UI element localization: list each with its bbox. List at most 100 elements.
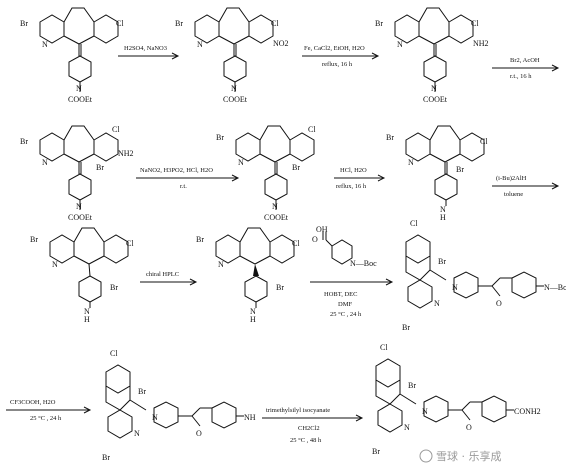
aryl-bromo-label: Br [276, 283, 284, 292]
bromo-label: Br [216, 133, 224, 142]
chloro-label: Cl [480, 137, 488, 146]
carbamate-label: COOEt [423, 95, 448, 104]
step-4-condition-b: r.t. [180, 183, 187, 190]
arrow-step-2: Fe, CaCl2, EtOH, H2O reflux, 16 h [302, 45, 380, 68]
pyridine-n-label: N [218, 260, 224, 269]
bromo-label: Br [386, 133, 394, 142]
step-2-condition-a: Fe, CaCl2, EtOH, H2O [304, 45, 365, 52]
compound-3: Br Cl NH2 N N COOEt [375, 7, 489, 104]
piperidine-n-label: N [422, 407, 428, 416]
step-6-condition-a: (i-Bu)2AlH [496, 175, 527, 182]
carbamate-label: COOEt [68, 213, 93, 222]
bromo-label: Br [375, 19, 383, 28]
compound-4: Br Cl NH2 Br N N COOEt [20, 125, 134, 222]
step-10-condition-c: 25 °C , 48 h [290, 437, 322, 444]
arrow-step-10: trimethylsilyl isocyanate CH2Cl2 25 °C ,… [262, 407, 364, 444]
compound-9: Cl Br N Br N O N—Boc [402, 219, 566, 332]
chloro-label: Cl [380, 343, 388, 352]
arrow-step-1: H2SO4, NaNO3 [118, 45, 180, 60]
piperidine-n-label: N [440, 205, 446, 214]
step-10-condition-b: CH2Cl2 [298, 425, 320, 432]
watermark-text: 雪球 · 乐享成 [436, 449, 502, 463]
arrow-step-5: HCl, H2O reflux, 16 h [334, 167, 386, 190]
piperidine-h-label: H [250, 315, 256, 324]
step-3-condition-a: Br2, AcOH [510, 57, 540, 64]
nh-label: NH [244, 413, 256, 422]
bromo-label: Br [102, 453, 110, 462]
piperidine-n-label: N [76, 84, 82, 93]
pyridine-n-label: N [397, 40, 403, 49]
step-10-condition-a: trimethylsilyl isocyanate [266, 407, 330, 414]
step-2-condition-b: reflux, 16 h [322, 61, 353, 68]
piperidine-n-label: N [431, 84, 437, 93]
bromo-label: Br [402, 323, 410, 332]
arrow-step-3: Br2, AcOH r.t., 16 h [492, 57, 560, 80]
aryl-bromo-label: Br [408, 381, 416, 390]
arrow-step-9: CF3COOH, H2O 25 °C , 24 h [6, 399, 92, 422]
compound-6: Br Cl Br N N H [386, 125, 488, 222]
pyridine-n-label: N [408, 158, 414, 167]
step-8-condition-b: DMF [338, 301, 352, 308]
aryl-bromo-label: Br [96, 163, 104, 172]
step-3-condition-b: r.t., 16 h [510, 73, 532, 80]
compound-10: Cl Br N Br N O NH [102, 349, 256, 462]
compound-1: Br Cl N N COOEt [20, 7, 124, 104]
boc-label: N—Boc [544, 283, 566, 292]
step-1-condition: H2SO4, NaNO3 [124, 45, 167, 52]
step-5-condition-a: HCl, H2O [340, 167, 367, 174]
chloro-label: Cl [292, 239, 300, 248]
bromo-label: Br [20, 137, 28, 146]
piperidine-n-label: N [452, 283, 458, 292]
pyridine-n-label: N [42, 40, 48, 49]
acid-o-label: O [312, 235, 318, 244]
carbamate-label: COOEt [264, 213, 289, 222]
piperidine-n-label: N [76, 202, 82, 211]
nitro-label: NO2 [273, 39, 289, 48]
chloro-label: Cl [126, 239, 134, 248]
piperidine-n-label: N [152, 413, 158, 422]
bromo-label: Br [196, 235, 204, 244]
arrow-step-8: HOBT, DEC DMF 25 °C , 24 h [310, 278, 394, 318]
aryl-bromo-label: Br [292, 163, 300, 172]
compound-11: Cl Br N Br N O CONH2 [372, 343, 541, 456]
carbamate-label: COOEt [223, 95, 248, 104]
watermark: 雪球 · 乐享成 [419, 449, 502, 463]
amide-o-label: O [496, 299, 502, 308]
amino-label: NH2 [473, 39, 489, 48]
bromo-label: Br [20, 19, 28, 28]
piperidine-n-label: N [231, 84, 237, 93]
step-5-condition-b: reflux, 16 h [336, 183, 367, 190]
step-9-condition-a: CF3COOH, H2O [10, 399, 56, 406]
step-7-condition: chiral HPLC [146, 271, 179, 278]
chloro-label: Cl [308, 125, 316, 134]
pyridine-n-label: N [238, 158, 244, 167]
pyridine-n-label: N [42, 158, 48, 167]
chloro-label: Cl [471, 19, 479, 28]
aryl-bromo-label: Br [438, 257, 446, 266]
chloro-label: Cl [112, 125, 120, 134]
step-8-condition-c: 25 °C , 24 h [330, 311, 362, 318]
pyridine-n-label: N [52, 260, 58, 269]
arrow-step-6: (i-Bu)2AlH toluene [492, 175, 560, 198]
amino-label: NH2 [118, 149, 134, 158]
piperidine-n-label: N [272, 202, 278, 211]
piperidine-n-label: N [84, 307, 90, 316]
watermark-logo-icon [419, 449, 433, 463]
step-4-condition-a: NaNO2, H3PO2, HCl, H2O [140, 167, 213, 174]
pyridine-n-label: N [404, 423, 410, 432]
pyridine-n-label: N [434, 299, 440, 308]
bromo-label: Br [175, 19, 183, 28]
piperidine-h-label: H [440, 213, 446, 222]
pyridine-n-label: N [197, 40, 203, 49]
bromo-label: Br [30, 235, 38, 244]
piperidine-n-label: N [250, 307, 256, 316]
compound-8: Br Cl Br N N H [196, 227, 300, 324]
reagent-boc-acid: OH O N—Boc [312, 225, 377, 268]
chloro-label: Cl [271, 19, 279, 28]
carbamate-label: COOEt [68, 95, 93, 104]
compound-2: Br Cl NO2 N N COOEt [175, 7, 289, 104]
acid-oh-label: OH [316, 225, 328, 234]
pyridine-n-label: N [134, 429, 140, 438]
